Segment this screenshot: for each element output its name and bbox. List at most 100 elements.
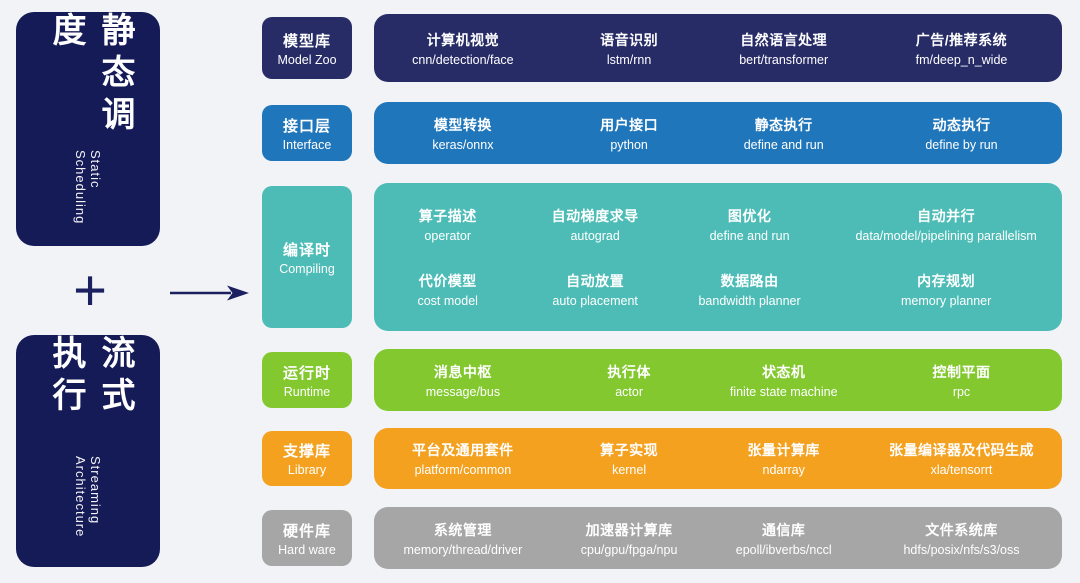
cell-interface: 静态执行 define and run (706, 115, 861, 152)
cell-subtitle-en: cnn/detection/face (412, 52, 514, 67)
cell-library: 算子实现 kernel (552, 440, 707, 477)
cell-title-zh: 执行体 (607, 363, 651, 380)
cell-title-zh: 用户接口 (600, 116, 659, 133)
row-label-zh: 硬件库 (282, 522, 331, 540)
cell-title-zh: 算子描述 (418, 208, 477, 224)
static-scheduling-title-zh: 静态调度 (47, 12, 134, 138)
streaming-architecture-vertical-text: 流式执行 Streaming Architecture (36, 335, 140, 567)
cell-compiling: 数据路由 bandwidth planner (669, 271, 830, 308)
streaming-architecture-title-en: Streaming Architecture (73, 456, 103, 538)
static-scheduling-block: 静态调度 Static Scheduling (16, 12, 160, 246)
cell-subtitle-en: define by run (925, 137, 998, 152)
row-label-zh: 模型库 (282, 32, 331, 50)
cell-hardware: 文件系统库 hdfs/posix/nfs/s3/oss (861, 520, 1062, 557)
cell-title-zh: 状态机 (761, 363, 806, 380)
cell-compiling: 图优化 define and run (669, 206, 830, 243)
cell-subtitle-en: actor (615, 384, 643, 399)
cell-subtitle-en: bandwidth planner (698, 294, 801, 308)
cell-runtime: 执行体 actor (552, 362, 707, 399)
cell-title-zh: 计算机视觉 (426, 31, 500, 48)
cell-title-zh: 文件系统库 (925, 521, 998, 538)
row-label-en: Hard ware (278, 542, 336, 557)
row-label-zh: 接口层 (282, 117, 331, 135)
cell-subtitle-en: bert/transformer (739, 52, 829, 67)
cell-subtitle-en: memory planner (900, 294, 992, 308)
cell-title-zh: 算子实现 (600, 442, 659, 458)
cell-subtitle-en: python (610, 137, 648, 152)
streaming-architecture-block: 流式执行 Streaming Architecture (16, 335, 160, 567)
cell-compiling: 自动并行 data/model/pipelining parallelism (830, 206, 1062, 243)
cell-subtitle-en: operator (424, 229, 471, 243)
streaming-architecture-title-zh: 流式执行 (47, 335, 134, 419)
row-label-zh: 支撑库 (282, 443, 331, 460)
cell-subtitle-en: define and run (709, 229, 790, 243)
cell-title-zh: 平台及通用套件 (412, 442, 514, 458)
row-label-en: Interface (282, 137, 332, 152)
cell-subtitle-en: data/model/pipelining parallelism (855, 229, 1037, 243)
row-label-zh: 运行时 (282, 364, 331, 382)
arrow-right-icon (170, 285, 249, 301)
cell-title-zh: 自然语言处理 (740, 31, 828, 48)
cell-subtitle-en: finite state machine (729, 384, 838, 399)
row-label-zh: 编译时 (282, 241, 331, 259)
cell-title-zh: 图优化 (727, 208, 772, 224)
cell-subtitle-en: rpc (952, 384, 971, 399)
cell-subtitle-en: autograd (570, 229, 620, 243)
cell-subtitle-en: keras/onnx (432, 137, 494, 152)
cell-interface: 模型转换 keras/onnx (374, 115, 552, 152)
cell-title-zh: 数据路由 (720, 273, 779, 289)
cell-subtitle-en: lstm/rnn (606, 52, 652, 67)
cell-subtitle-en: memory/thread/driver (403, 542, 523, 557)
cell-subtitle-en: define and run (743, 137, 824, 152)
cell-subtitle-en: auto placement (552, 294, 638, 308)
row-label-hardware: 硬件库 Hard ware (262, 510, 352, 566)
cell-subtitle-en: ndarray (762, 463, 805, 477)
row-label-library: 支撑库 Library (262, 431, 352, 486)
cell-subtitle-en: cpu/gpu/fpga/npu (580, 542, 678, 557)
cell-title-zh: 静态执行 (754, 116, 813, 133)
cell-title-zh: 通信库 (761, 521, 806, 538)
cell-title-zh: 模型转换 (433, 116, 492, 133)
static-scheduling-vertical-text: 静态调度 Static Scheduling (36, 12, 140, 246)
cell-runtime: 控制平面 rpc (861, 362, 1062, 399)
cell-subtitle-en: kernel (612, 463, 647, 477)
cell-subtitle-en: cost model (417, 294, 478, 308)
cell-group-interface: 模型转换 keras/onnx 用户接口 python 静态执行 define and r… (374, 115, 1062, 152)
layer-row-interface: 接口层 Interface 模型转换 keras/onnx 用户接口 python 静态执行… (262, 102, 1062, 164)
cell-compiling: 算子描述 operator (374, 206, 521, 243)
cell-subtitle-en: hdfs/posix/nfs/s3/oss (903, 542, 1020, 557)
cell-title-zh: 广告/推荐系统 (915, 31, 1008, 48)
layer-row-library: 支撑库 Library 平台及通用套件 platform/common 算子实现 kern… (262, 428, 1062, 489)
cell-subtitle-en: message/bus (425, 384, 501, 399)
row-label-en: Library (287, 463, 327, 477)
cell-title-zh: 自动并行 (917, 208, 976, 224)
cell-subtitle-en: platform/common (414, 463, 512, 477)
cell-subtitle-en: xla/tensorrt (930, 463, 993, 477)
cell-title-zh: 控制平面 (932, 363, 991, 380)
cell-title-zh: 动态执行 (932, 116, 991, 133)
